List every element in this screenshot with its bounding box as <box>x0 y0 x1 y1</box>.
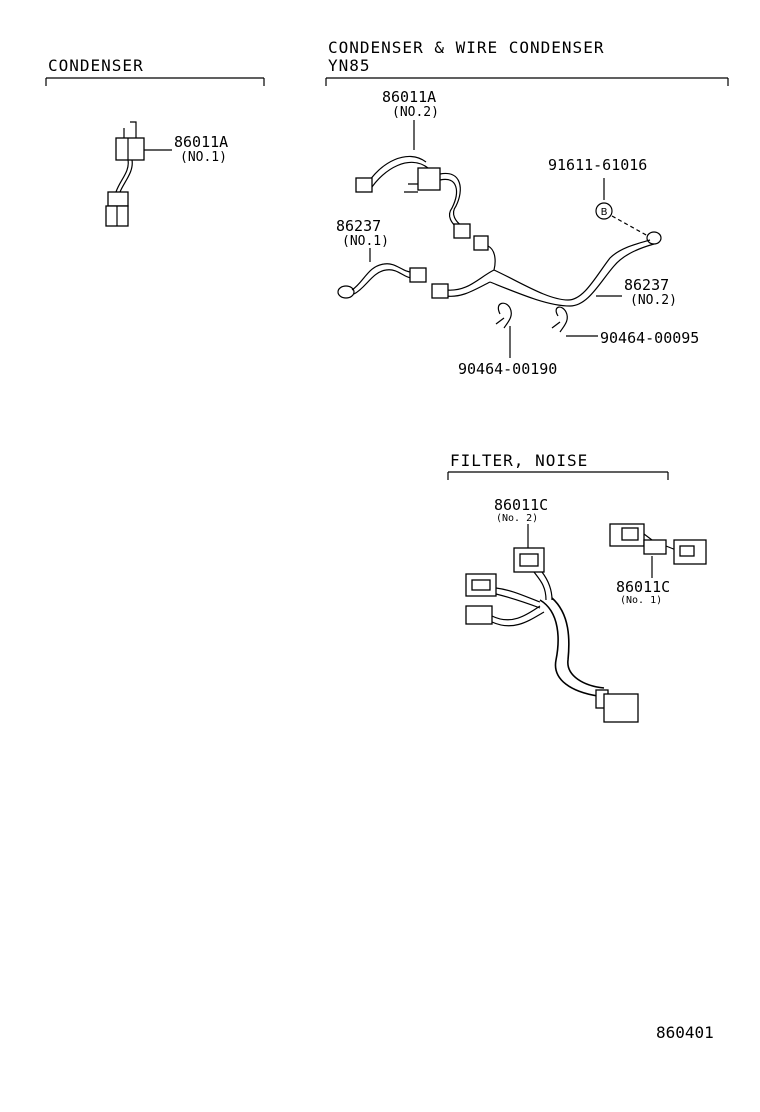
part-number-86011a-no1: 86011A <box>174 133 229 151</box>
wire-86237-no2-drawing <box>431 231 662 307</box>
bolt-symbol: B <box>601 207 608 218</box>
filter-86011c-no1-drawing <box>609 523 707 578</box>
section-title-condenser-wire-condenser: CONDENSER & WIRE CONDENSER <box>328 38 605 57</box>
filter-86011c-no2-drawing <box>465 524 639 723</box>
wire-condenser-section-rule <box>325 77 729 86</box>
wire-86237-no1-drawing <box>337 248 427 299</box>
part-number-90464-00095: 90464-00095 <box>600 329 700 347</box>
part-note-86011a-no2: (NO.2) <box>392 105 439 120</box>
part-number-91611-61016: 91611-61016 <box>548 156 648 174</box>
filter-noise-section-rule <box>447 471 669 480</box>
section-title-condenser: CONDENSER <box>48 56 144 75</box>
part-number-86237-no1: 86237 <box>336 217 382 235</box>
part-note-86237-no1: (NO.1) <box>342 234 389 249</box>
bolt-91611-drawing: B <box>595 178 649 237</box>
condenser-86011a-no1-drawing <box>105 121 172 227</box>
clip-90464-00095-drawing <box>551 306 598 337</box>
part-number-86011a-no2: 86011A <box>382 88 437 106</box>
part-number-86011c-no1: 86011C <box>616 578 671 596</box>
section-title-filter-noise: FILTER, NOISE <box>450 451 589 470</box>
clip-90464-00190-drawing <box>495 302 512 358</box>
part-note-86011a-no1: (NO.1) <box>180 150 227 165</box>
figure-id: 860401 <box>656 1023 714 1042</box>
condenser-section-rule <box>45 77 265 86</box>
part-number-86011c-no2: 86011C <box>494 496 549 514</box>
part-number-86237-no2: 86237 <box>624 276 670 294</box>
part-number-90464-00190: 90464-00190 <box>458 360 558 378</box>
section-model-code: YN85 <box>328 56 371 75</box>
condenser-86011a-no2-drawing <box>355 120 471 239</box>
part-note-86011c-no1: (No. 1) <box>620 595 663 606</box>
part-note-86237-no2: (NO.2) <box>630 293 677 308</box>
part-note-86011c-no2: (No. 2) <box>496 513 539 524</box>
